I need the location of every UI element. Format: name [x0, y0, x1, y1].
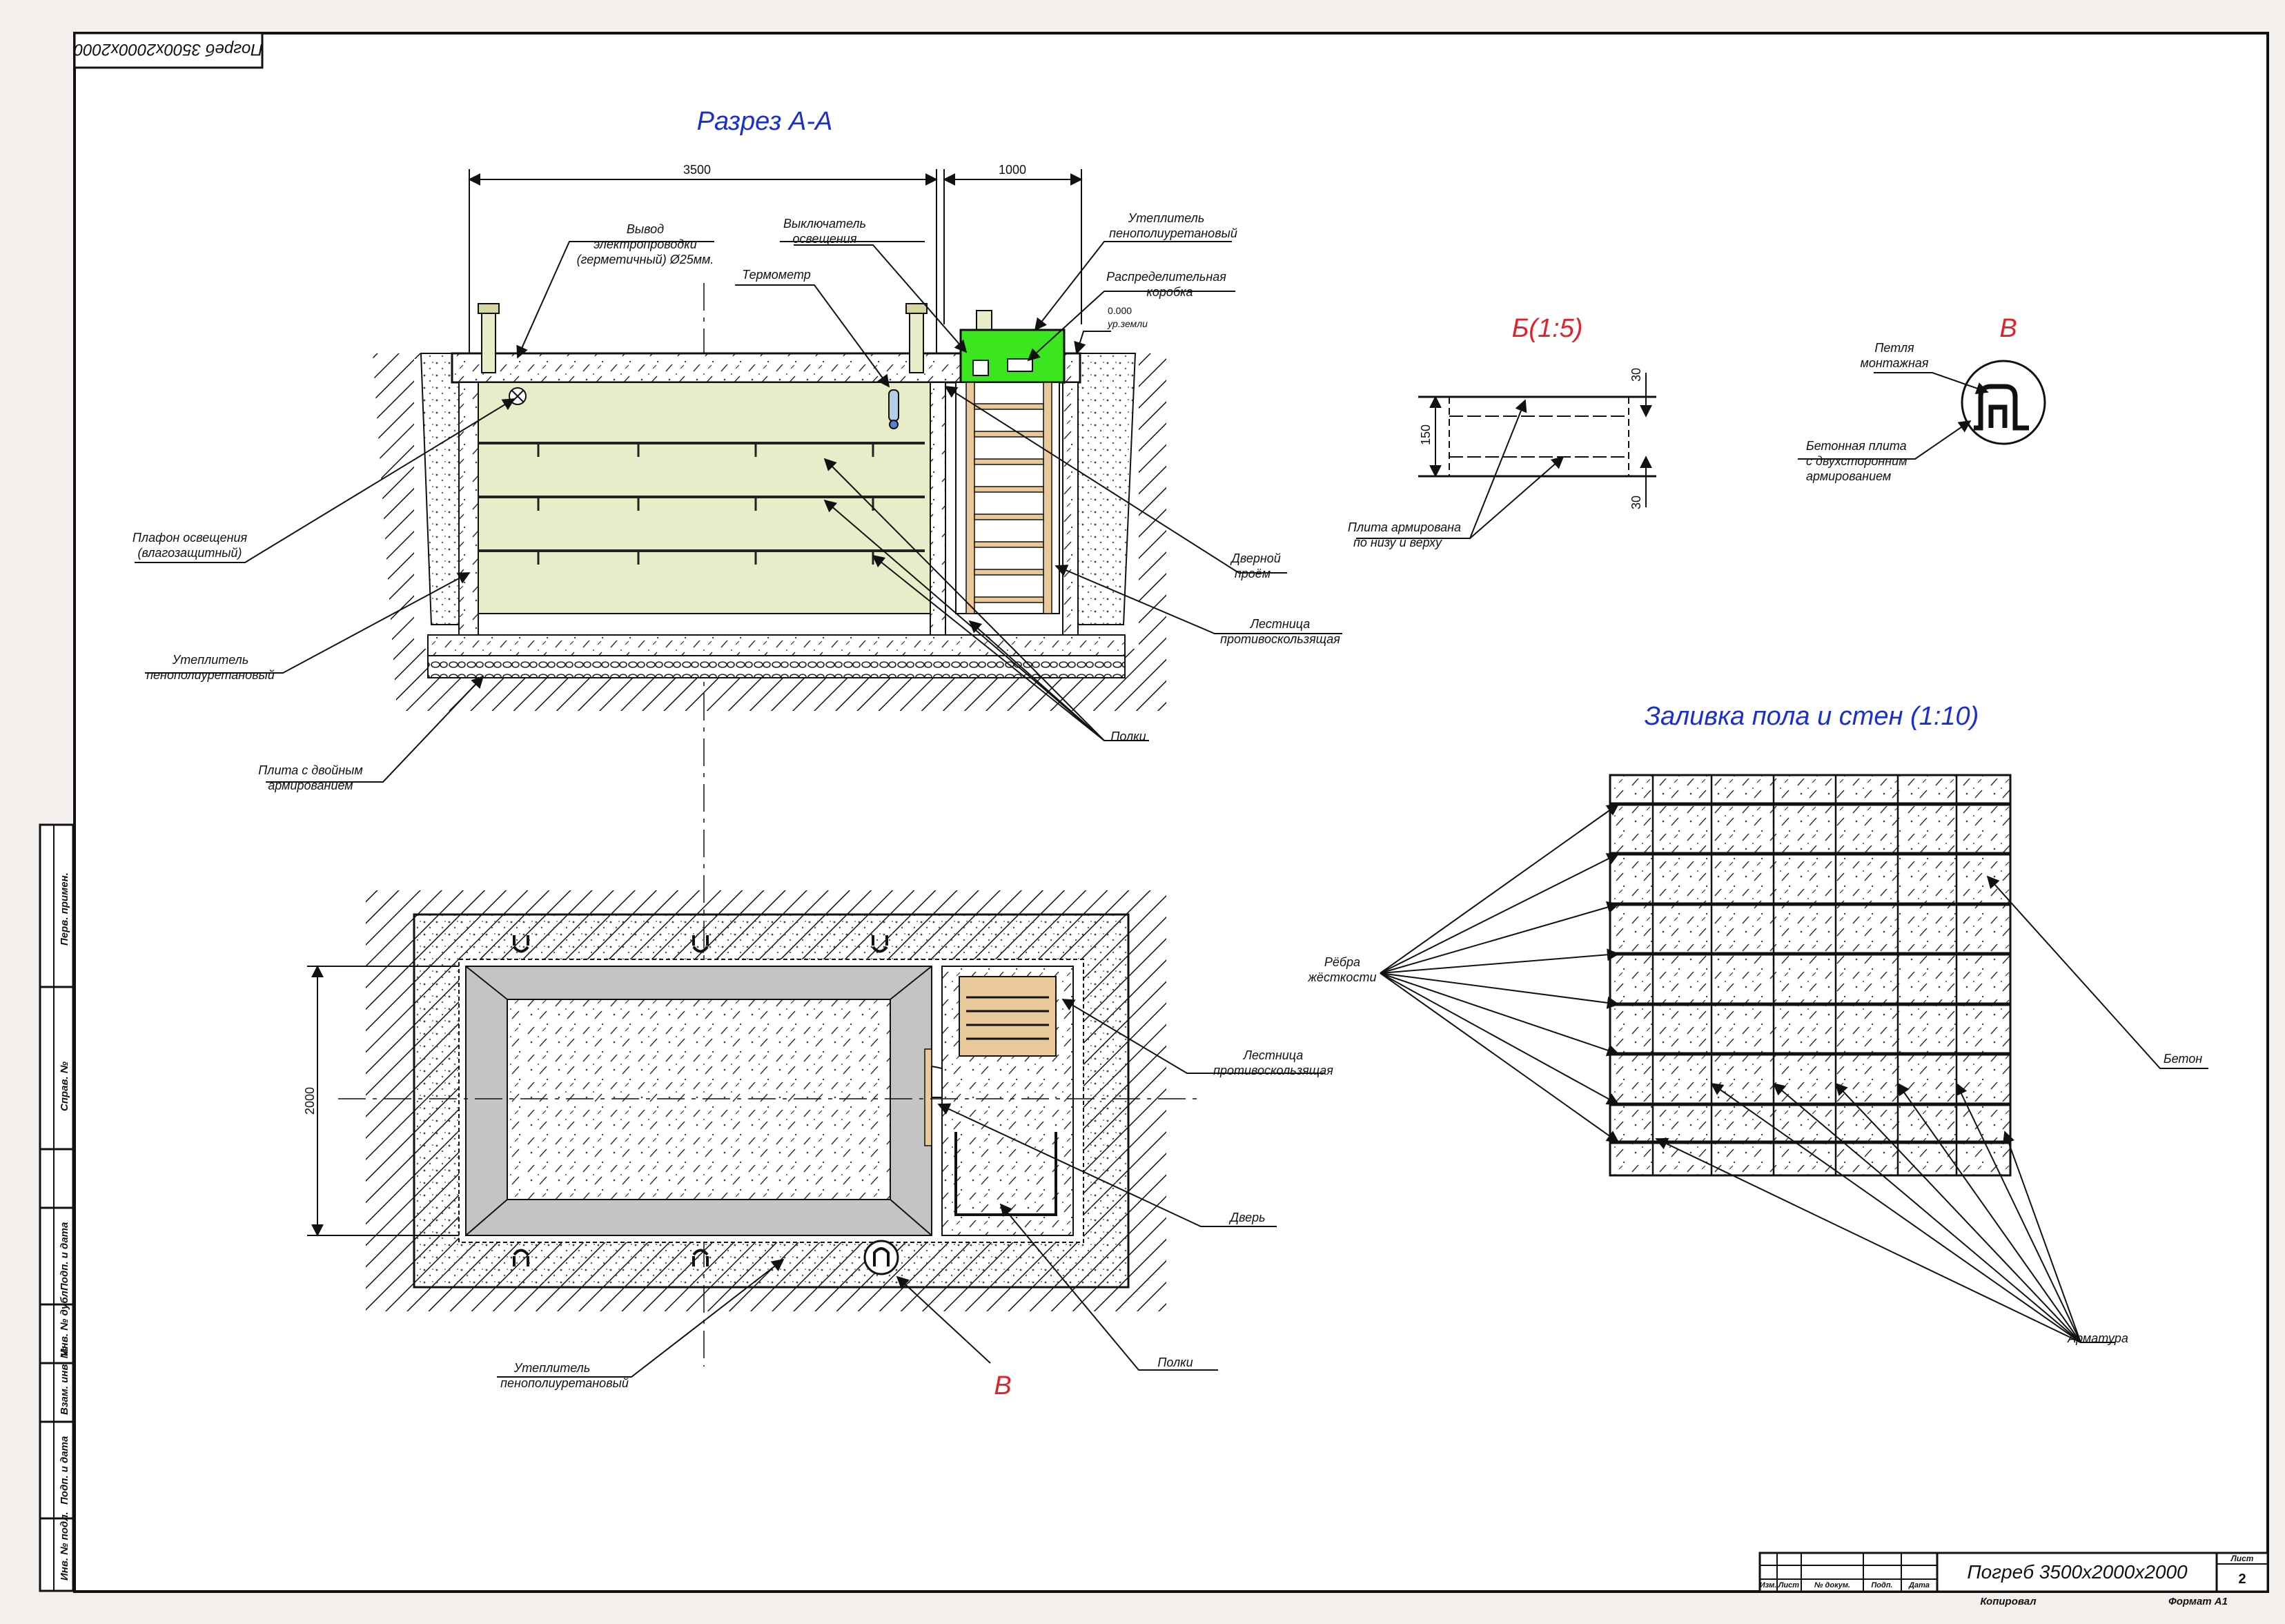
- plan-insulation-2: пенополиуретановый: [500, 1376, 629, 1390]
- detail-b-dim-h: 150: [1419, 424, 1433, 445]
- label-level-2: ур.земли: [1107, 318, 1148, 329]
- label-doorway-1: Дверной: [1230, 551, 1281, 565]
- pour-rebar: Арматура: [2067, 1331, 2128, 1345]
- section-labels: Вывод электропроводки (герметичный) Ø25м…: [133, 211, 1340, 792]
- detail-b-dim-top: 30: [1629, 368, 1643, 382]
- label-output-1: Вывод: [627, 222, 664, 236]
- detail-v-loop-2: монтажная: [1861, 356, 1929, 370]
- dim-1000: [943, 169, 1083, 324]
- detail-v-leaders: [1798, 372, 1989, 460]
- side-stamp-2: Подп. и дата: [59, 1436, 70, 1505]
- label-box-2: коробка: [1146, 285, 1193, 299]
- pour-ribs-1: Рёбра: [1324, 955, 1360, 969]
- detail-v-slab-3: армированием: [1806, 469, 1891, 483]
- tb-format: Формат А1: [2168, 1596, 2228, 1607]
- plan-door: Дверь: [1228, 1211, 1265, 1224]
- pour-leaders: [1380, 803, 2208, 1343]
- vent-pipe-right: [909, 310, 924, 373]
- label-thermometer: Термометр: [742, 268, 811, 282]
- plan-leaders: [497, 999, 1325, 1378]
- label-doorway-2: проём: [1235, 567, 1271, 580]
- tb-sheet: 2: [2238, 1572, 2246, 1587]
- title-block: Изм. Лист № докум. Подп. Дата Погреб 350…: [1758, 1552, 2269, 1607]
- pour-ribs-2: жёсткости: [1308, 970, 1377, 984]
- dim-1000-text: 1000: [999, 163, 1026, 177]
- detail-b-label-2: по низу и верху: [1353, 536, 1442, 549]
- side-stamp-5: Подп. и дата: [59, 1222, 70, 1291]
- shelves: [478, 442, 925, 565]
- label-insulation-left-1: Утеплитель: [172, 653, 249, 667]
- plan-shelves: Полки: [1157, 1356, 1193, 1369]
- detail-v-slab-1: Бетонная плита: [1806, 439, 1907, 453]
- label-slab-2: армированием: [268, 779, 353, 792]
- side-stamp-7: Перв. примен.: [59, 872, 70, 946]
- detail-b-slab: [1356, 373, 1656, 539]
- label-lamp-1: Плафон освещения: [133, 531, 248, 545]
- side-stamp: Инв. № подл. Подп. и дата Взам. инв. № И…: [39, 823, 75, 1592]
- plan-dim-text: 2000: [303, 1087, 317, 1115]
- vent-pipe-left: [481, 310, 496, 373]
- junction-box: [959, 329, 1066, 384]
- side-stamp-6: Справ. №: [59, 1062, 70, 1111]
- backfill-right: [1070, 353, 1137, 625]
- label-shelves: Полки: [1110, 730, 1146, 743]
- ladder-section: [955, 382, 1060, 614]
- side-stamp-4: Инв. № дубл.: [59, 1288, 70, 1356]
- tb-col-1: Изм.: [1760, 1581, 1777, 1589]
- label-output-3: (герметичный) Ø25мм.: [577, 253, 714, 266]
- label-slab-1: Плита с двойным: [258, 763, 362, 777]
- tb-col-4: Подп.: [1871, 1581, 1892, 1589]
- label-output-2: электропроводки: [594, 237, 697, 251]
- detail-v-title: В: [1999, 314, 2017, 343]
- detail-b-dim-bottom: 30: [1629, 496, 1643, 509]
- detail-b-title: Б(1:5): [1512, 314, 1583, 343]
- dim-3500: [468, 169, 938, 359]
- detail-v-slab-2: с двухсторонним: [1806, 454, 1908, 468]
- top-stamp-text: Погреб 3500х2000х2000: [74, 40, 263, 59]
- label-switch-2: освещения: [793, 232, 857, 246]
- tb-col-2: Лист: [1778, 1581, 1799, 1589]
- floor-slab: [427, 634, 1126, 656]
- wall-left: [458, 382, 479, 636]
- detail-v-circle: [1961, 360, 2046, 445]
- label-ladder-2: противоскользящая: [1220, 632, 1340, 646]
- label-box-1: Распределительная: [1106, 270, 1226, 284]
- wall-right: [1062, 382, 1079, 636]
- detail-b-label-1: Плита армирована: [1348, 520, 1461, 534]
- dim-3500-text: 3500: [683, 163, 711, 177]
- side-stamp-3: Взам. инв. №: [59, 1347, 70, 1415]
- plan-dim: [307, 965, 459, 1237]
- tb-sheet-label: Лист: [2230, 1554, 2254, 1563]
- label-insulation-top-1: Утеплитель: [1128, 211, 1205, 225]
- tb-copied: Копировал: [1980, 1596, 2037, 1607]
- plan-view: [366, 890, 1166, 1311]
- tb-col-3: № докум.: [1814, 1581, 1850, 1589]
- label-ladder-1: Лестница: [1250, 617, 1311, 631]
- plan-ladder-2: противоскользящая: [1213, 1064, 1333, 1077]
- pour-grid: [1609, 774, 2012, 1177]
- label-insulation-left-2: пенополиуретановый: [146, 668, 275, 682]
- pour-title: Заливка пола и стен (1:10): [1645, 702, 1979, 731]
- label-insulation-top-2: пенополиуретановый: [1109, 226, 1237, 240]
- label-switch-1: Выключатель: [783, 217, 866, 231]
- section-aa-title: Разрез А-А: [697, 107, 833, 136]
- tb-col-5: Дата: [1908, 1581, 1930, 1589]
- detail-v-loop-1: Петля: [1874, 341, 1914, 355]
- thermometer-icon: [888, 389, 899, 429]
- pour-concrete: Бетон: [2164, 1052, 2202, 1066]
- top-stamp: Погреб 3500х2000х2000: [73, 32, 264, 69]
- vent-pipe-hatch: [976, 310, 992, 332]
- label-lamp-2: (влагозащитный): [137, 546, 242, 560]
- tb-name: Погреб 3500х2000х2000: [1967, 1561, 2188, 1583]
- plan-ladder-1: Лестница: [1243, 1048, 1304, 1062]
- side-stamp-1: Инв. № подл.: [59, 1512, 70, 1581]
- label-level-1: 0.000: [1108, 305, 1132, 316]
- plan-callout: В: [994, 1371, 1011, 1400]
- plan-insulation-1: Утеплитель: [513, 1361, 591, 1375]
- section-leaders: [135, 241, 1342, 783]
- lamp-icon: [509, 387, 527, 405]
